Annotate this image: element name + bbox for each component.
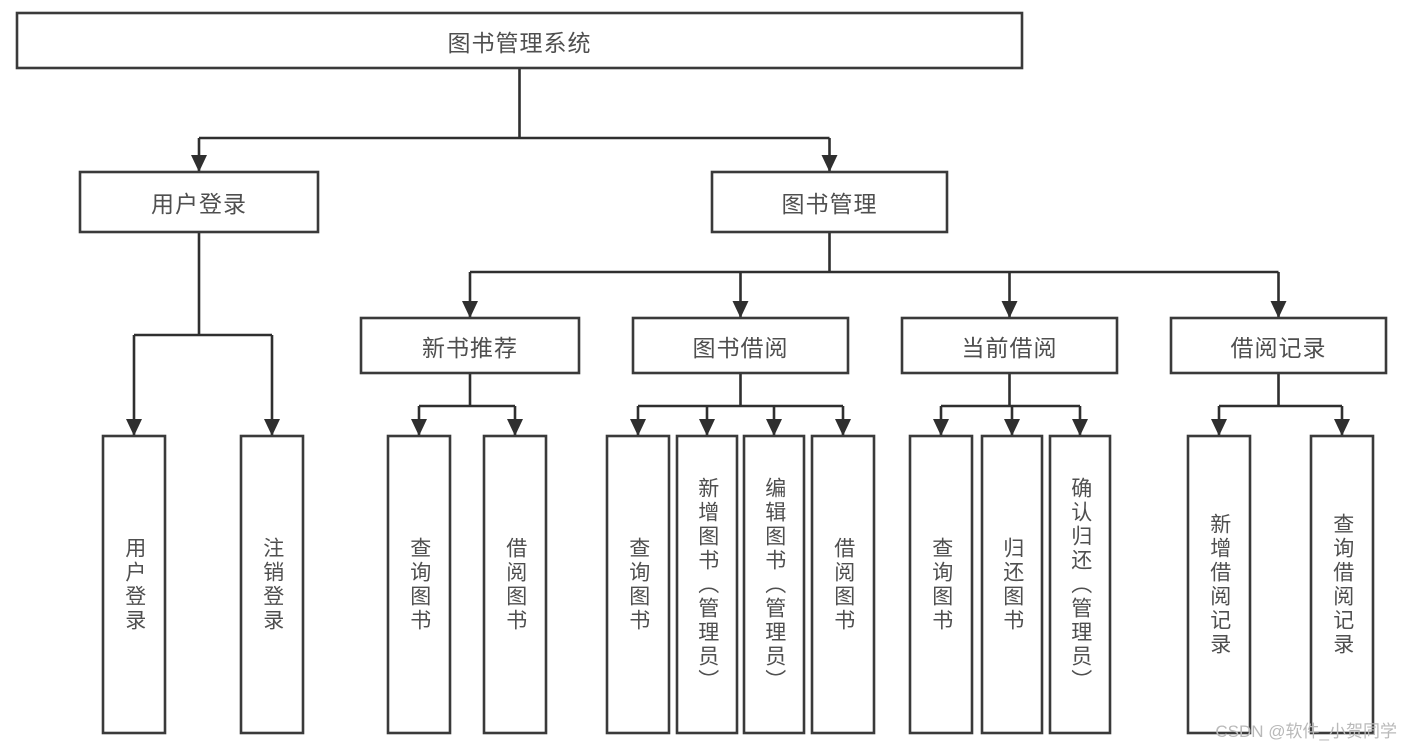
node-box-leaf-12[interactable] (1309, 434, 1375, 735)
node-box-leaf-9[interactable] (980, 434, 1044, 735)
edge-books-arrowhead-0 (462, 301, 478, 318)
node-box-leaf-3[interactable] (482, 434, 548, 735)
edge-books-arrowhead-1 (732, 301, 749, 318)
node-box-level2-1[interactable] (710, 170, 949, 234)
edge-l3-3-arrowhead-1 (1334, 419, 1350, 436)
edge-l3-1-arrowhead-0 (630, 419, 646, 436)
edge-l3-2-arrowhead-0 (933, 419, 949, 436)
edge-books-arrowhead-3 (1270, 301, 1287, 318)
boxes-layer (15, 11, 1388, 735)
edge-l3-1-arrowhead-3 (835, 419, 851, 436)
edge-root-arrowhead-1 (821, 155, 838, 172)
node-box-leaf-10[interactable] (1048, 434, 1112, 735)
node-box-level3-1[interactable] (631, 316, 850, 375)
node-box-leaf-2[interactable] (386, 434, 452, 735)
node-box-leaf-6[interactable] (742, 434, 806, 735)
edge-l3-1-arrowhead-2 (766, 419, 782, 436)
connectors-layer (126, 68, 1350, 436)
edge-l3-0-arrowhead-0 (411, 419, 427, 436)
edge-books-arrowhead-2 (1001, 301, 1018, 318)
node-box-leaf-5[interactable] (675, 434, 739, 735)
edge-l3-2-arrowhead-2 (1072, 419, 1088, 436)
edge-login-arrowhead-1 (264, 419, 280, 436)
node-box-leaf-11[interactable] (1186, 434, 1252, 735)
node-box-leaf-4[interactable] (605, 434, 671, 735)
node-box-leaf-0[interactable] (101, 434, 167, 735)
node-box-level3-2[interactable] (900, 316, 1119, 375)
node-box-level3-3[interactable] (1169, 316, 1388, 375)
node-box-leaf-1[interactable] (239, 434, 305, 735)
edge-root-arrowhead-0 (191, 155, 207, 172)
node-box-level2-0[interactable] (78, 170, 320, 234)
node-box-leaf-8[interactable] (908, 434, 974, 735)
edge-l3-2-arrowhead-1 (1004, 419, 1020, 436)
node-box-root-0[interactable] (15, 11, 1024, 70)
edge-login-arrowhead-0 (126, 419, 142, 436)
edge-l3-1-arrowhead-1 (699, 419, 715, 436)
edge-l3-3-arrowhead-0 (1211, 419, 1227, 436)
node-box-leaf-7[interactable] (810, 434, 876, 735)
edge-l3-0-arrowhead-1 (507, 419, 523, 436)
node-box-level3-0[interactable] (359, 316, 581, 375)
